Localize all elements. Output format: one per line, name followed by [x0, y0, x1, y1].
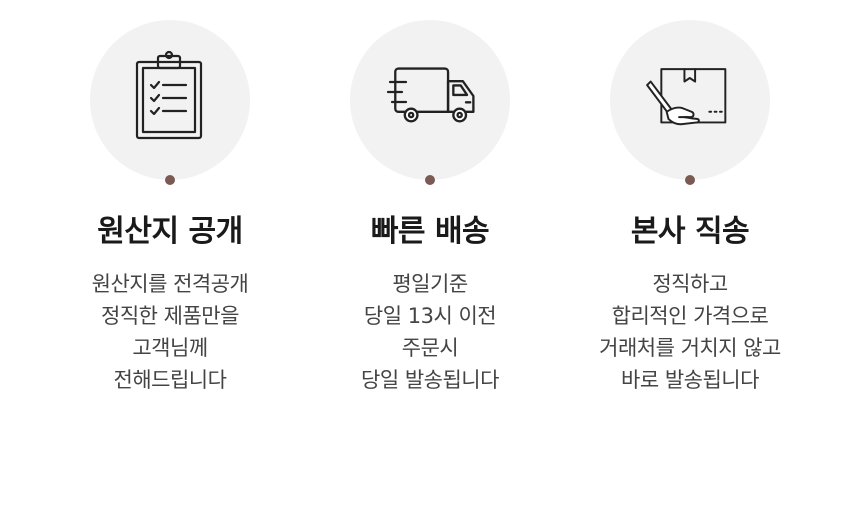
- feature-fast-delivery: 빠른 배송 평일기준 당일 13시 이전 주문시 당일 발송됩니다: [300, 20, 560, 396]
- accent-dot: [165, 175, 175, 185]
- description-line: 정직하고: [652, 272, 728, 296]
- description-line: 원산지를 전격공개: [91, 272, 249, 296]
- hand-box-icon: [646, 68, 727, 126]
- feature-title: 빠른 배송: [370, 214, 490, 249]
- description-line: 당일 발송됩니다: [361, 368, 499, 392]
- accent-dot: [425, 175, 435, 185]
- description-line: 정직한 제품만을: [101, 304, 239, 328]
- feature-title: 원산지 공개: [97, 214, 243, 249]
- description-line: 바로 발송됩니다: [621, 368, 759, 392]
- description-line: 당일 13시 이전: [363, 304, 497, 328]
- truck-body-icon: [394, 67, 475, 123]
- feature-description: 정직하고 합리적인 가격으로 거래처를 거치지 않고 바로 발송됩니다: [560, 268, 820, 396]
- description-line: 고객님께: [132, 336, 208, 360]
- icon-circle: [610, 20, 770, 180]
- clipboard-checklist-icon: [135, 50, 203, 140]
- feature-title: 본사 직송: [630, 214, 750, 249]
- icon-circle: [90, 20, 250, 180]
- description-line: 거래처를 거치지 않고: [599, 336, 781, 360]
- icon-circle: [350, 20, 510, 180]
- description-line: 합리적인 가격으로: [611, 304, 769, 328]
- feature-origin: 원산지 공개 원산지를 전격공개 정직한 제품만을 고객님께 전해드립니다: [40, 20, 300, 396]
- feature-description: 평일기준 당일 13시 이전 주문시 당일 발송됩니다: [300, 268, 560, 396]
- description-line: 전해드립니다: [113, 368, 227, 392]
- feature-direct-shipping: 본사 직송 정직하고 합리적인 가격으로 거래처를 거치지 않고 바로 발송됩니…: [560, 20, 820, 396]
- description-line: 평일기준: [392, 272, 468, 296]
- description-line: 주문시: [401, 336, 459, 360]
- feature-description: 원산지를 전격공개 정직한 제품만을 고객님께 전해드립니다: [40, 268, 300, 396]
- accent-dot: [685, 175, 695, 185]
